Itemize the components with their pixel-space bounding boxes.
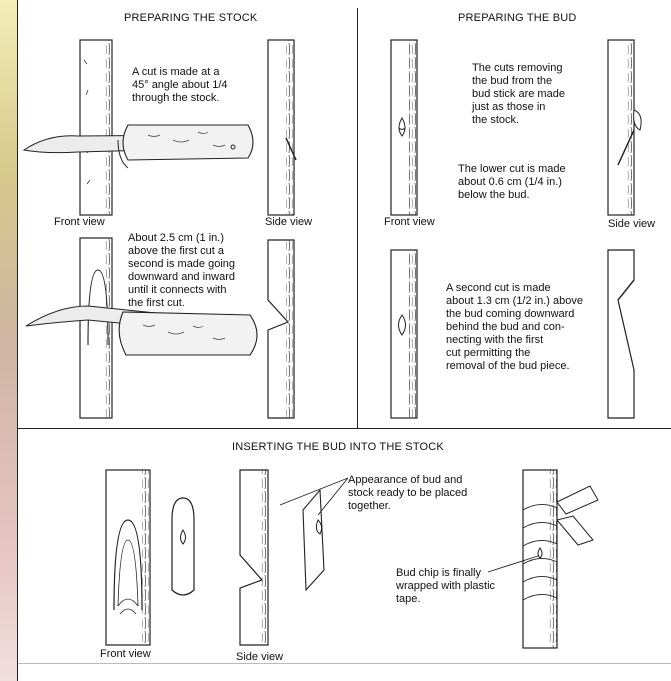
stock-side-stem-lower <box>268 240 294 418</box>
bud-front-stem-upper <box>391 40 417 215</box>
bud-front-stem-lower <box>391 250 417 418</box>
insert-front-stock <box>106 470 150 645</box>
bud-side-stem-lower <box>608 250 634 418</box>
budding-illustrations <box>18 0 671 681</box>
bud-chip <box>172 498 194 595</box>
stock-side-stem-upper <box>268 40 296 215</box>
background-edge <box>0 0 17 681</box>
bud-side-stem-upper <box>608 40 641 215</box>
budding-instructions-sheet: PREPARING THE STOCK A cut is made at a 4… <box>17 0 671 681</box>
knife-first-cut <box>24 125 253 168</box>
knife-second-cut <box>26 306 257 355</box>
stock-front-stem-lower <box>80 238 112 418</box>
wrapped-stem <box>523 470 598 648</box>
stock-front-stem-upper <box>80 40 112 215</box>
insert-side-stock <box>240 470 324 645</box>
